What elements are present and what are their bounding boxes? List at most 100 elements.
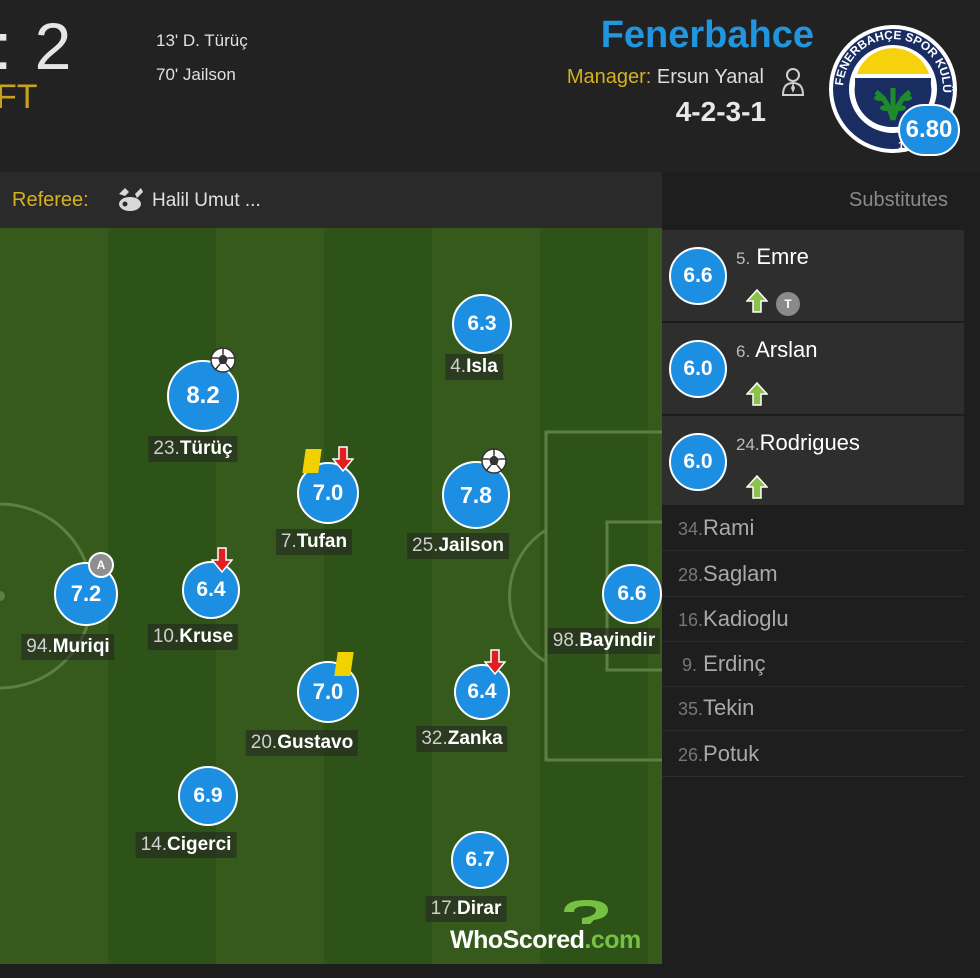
player-nameplate: 10.Kruse xyxy=(147,624,239,650)
substitute-rating: 6.0 xyxy=(669,433,727,491)
bench-name: Tekin xyxy=(703,695,755,720)
bench-number: 28. xyxy=(678,565,704,585)
team-formation: 4-2-3-1 xyxy=(675,96,766,127)
footer-strip xyxy=(0,964,662,978)
player-nameplate: 23.Türüç xyxy=(148,436,238,462)
referee-bar: Referee: Halil Umut ... xyxy=(0,172,662,228)
substitute-number: 5. xyxy=(736,249,751,268)
player-nameplate: 25.Jailson xyxy=(407,533,509,559)
bench-number: 35. xyxy=(678,699,704,719)
player-rating: 6.4 xyxy=(182,561,240,619)
sub-in-icon xyxy=(746,381,768,406)
bench-name: Potuk xyxy=(703,741,760,766)
bench-number: 26. xyxy=(678,745,704,765)
bench-player-row[interactable]: 28.Saglam xyxy=(662,552,964,597)
goal-event[interactable]: 70' Jailson xyxy=(156,65,236,84)
player-number: 20. xyxy=(250,732,278,753)
player-name: Zanka xyxy=(447,728,503,749)
player-number: 7. xyxy=(280,531,297,552)
logo-text-main: WhoScored xyxy=(450,926,585,954)
whoscored-logo-text: WhoScored.com xyxy=(450,926,641,955)
referee-name[interactable]: Halil Umut ... xyxy=(152,190,261,211)
t-badge-icon: T xyxy=(776,292,800,316)
player-nameplate: 94.Muriqi xyxy=(21,634,115,660)
goal-event[interactable]: 13' D. Türüç xyxy=(156,31,248,50)
substitute-name-text: Rodrigues xyxy=(759,430,860,455)
player-name: Kruse xyxy=(179,626,234,647)
bench-player-row[interactable]: 16.Kadioglu xyxy=(662,597,964,642)
bench-player-row[interactable]: 9. Erdinç xyxy=(662,642,964,687)
sub-out-icon xyxy=(211,547,233,574)
substitute-card[interactable]: 6.0 6. Arslan xyxy=(662,323,964,415)
player-number: 98. xyxy=(552,630,580,651)
player-name: Cigerci xyxy=(167,834,232,855)
substitutes-title: Substitutes xyxy=(849,189,948,211)
whistle-icon xyxy=(119,188,143,211)
player-rating: 6.9 xyxy=(178,766,238,826)
bench-name: Saglam xyxy=(703,561,778,586)
player-name: Dirar xyxy=(457,898,502,919)
player-name: Gustavo xyxy=(277,732,354,753)
manager-icon xyxy=(781,68,805,96)
sub-out-icon xyxy=(484,649,506,676)
substitute-rating: 6.6 xyxy=(669,247,727,305)
sub-in-icon xyxy=(746,288,768,313)
substitute-number: 24. xyxy=(736,435,760,454)
goal-list: 13' D. Türüç 70' Jailson xyxy=(156,24,248,92)
substitute-name: 6. Arslan xyxy=(736,337,817,363)
substitutes-panel: Substitutes 6.6 5. Emre T 6.0 6. Arslan … xyxy=(662,172,980,978)
match-score: : 2 xyxy=(0,9,74,83)
bench-player-row[interactable]: 34.Rami xyxy=(662,506,964,551)
player-name: Bayindir xyxy=(579,630,656,651)
match-header: : 2 FT 13' D. Türüç 70' Jailson Fenerbah… xyxy=(0,0,980,172)
team-name[interactable]: Fenerbahce xyxy=(600,14,814,56)
substitute-card[interactable]: 6.0 24.Rodrigues xyxy=(662,416,964,506)
goal-icon xyxy=(210,347,236,373)
player-rating: 6.4 xyxy=(454,664,510,720)
player-name: Jailson xyxy=(438,535,504,556)
bench-player-row[interactable]: 26.Potuk xyxy=(662,732,964,777)
manager-label: Manager: xyxy=(566,66,652,88)
player-name: Türüç xyxy=(179,438,233,459)
player-rating: 6.6 xyxy=(602,564,662,624)
player-number: 14. xyxy=(140,834,167,855)
bench-player-row[interactable]: 35.Tekin xyxy=(662,686,964,731)
substitute-card[interactable]: 6.6 5. Emre T xyxy=(662,230,964,322)
substitute-rating: 6.0 xyxy=(669,340,727,398)
substitute-name: 5. Emre xyxy=(736,244,809,270)
referee-label: Referee: xyxy=(12,189,89,211)
logo-text-suffix: .com xyxy=(584,926,641,954)
manager-info: Manager: Ersun Yanal xyxy=(567,66,764,89)
player-number: 23. xyxy=(153,438,180,459)
player-number: 17. xyxy=(430,898,458,919)
player-rating: 6.3 xyxy=(452,294,512,354)
bench-name: Erdinç xyxy=(703,651,766,676)
bench-number: 16. xyxy=(678,610,704,630)
substitute-name-text: Arslan xyxy=(755,337,818,362)
match-status: FT xyxy=(0,78,38,116)
player-name: Isla xyxy=(466,356,498,377)
goal-icon xyxy=(481,448,507,474)
player-name: Tufan xyxy=(296,531,348,552)
whoscored-logo[interactable]: WhoScored.com xyxy=(448,898,654,958)
sub-out-icon xyxy=(332,446,354,473)
substitute-name-text: Emre xyxy=(756,244,809,269)
player-number: 94. xyxy=(26,636,53,657)
player-name: Muriqi xyxy=(52,636,110,657)
question-mark-logo-icon xyxy=(564,900,608,924)
player-nameplate: 14.Cigerci xyxy=(135,832,237,858)
yellow-card-icon xyxy=(334,652,354,676)
player-nameplate: 32.Zanka xyxy=(416,726,508,752)
manager-name: Ersun Yanal xyxy=(656,66,764,88)
player-nameplate: 20.Gustavo xyxy=(245,730,359,756)
substitute-number: 6. xyxy=(736,342,751,361)
team-rating-badge: 6.80 xyxy=(898,104,960,156)
player-nameplate: 7.Tufan xyxy=(275,529,353,555)
player-rating: 6.7 xyxy=(451,831,509,889)
player-nameplate: 4.Isla xyxy=(445,354,503,380)
player-number: 32. xyxy=(421,728,448,749)
bench-name: Kadioglu xyxy=(703,606,789,631)
yellow-card-icon xyxy=(302,449,322,473)
player-number: 10. xyxy=(152,626,180,647)
bench-name: Rami xyxy=(703,515,755,540)
